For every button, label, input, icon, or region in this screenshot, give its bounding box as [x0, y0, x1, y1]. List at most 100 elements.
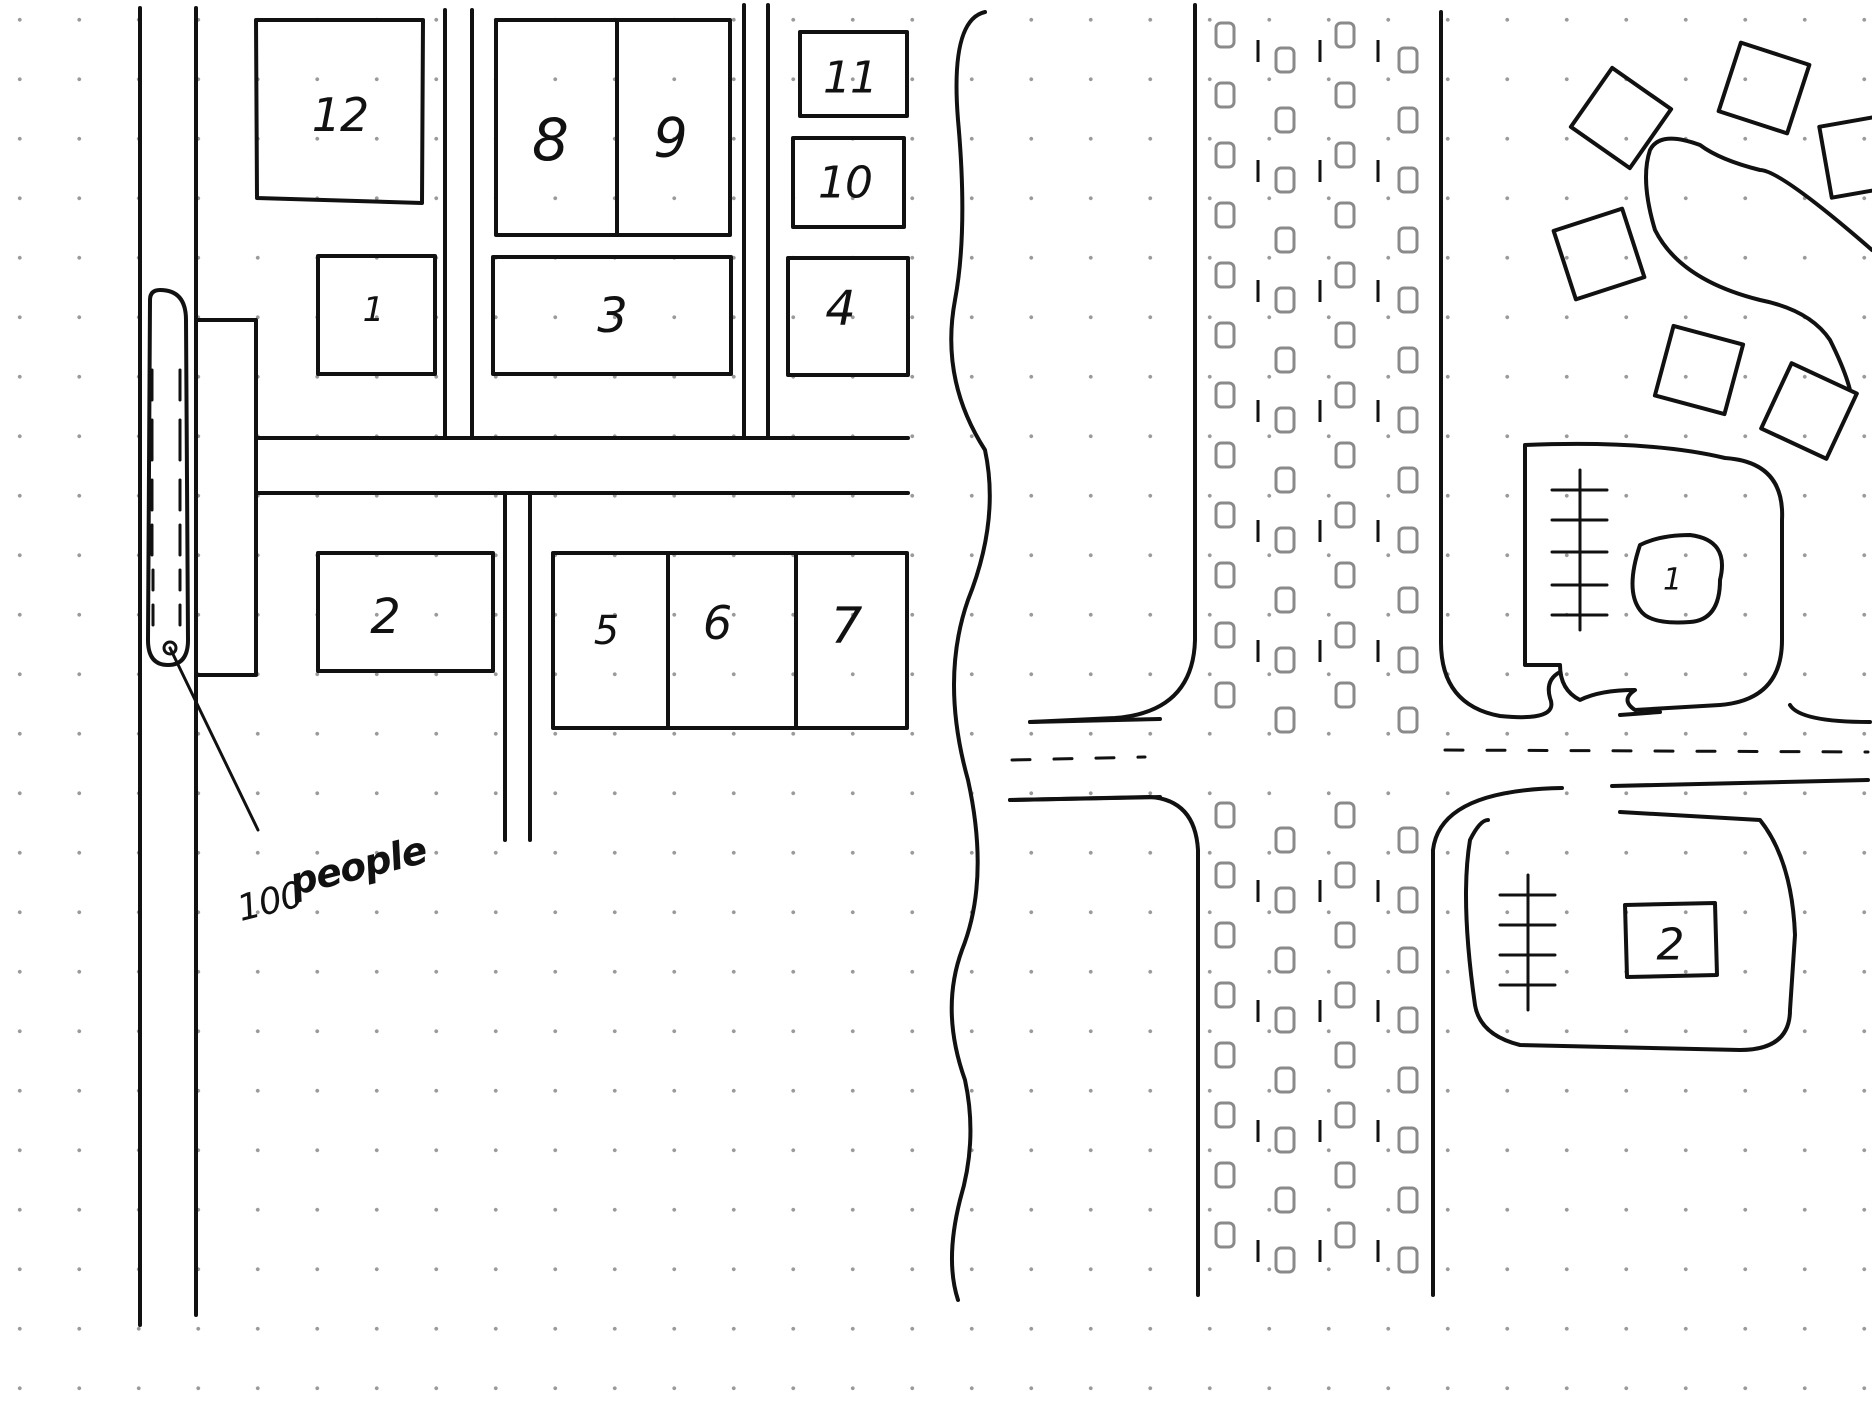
parking-stall: [1334, 681, 1356, 709]
lot-1-stalls: [1550, 468, 1609, 632]
lot-2-building: [1623, 901, 1719, 979]
building-4: [786, 256, 910, 377]
parking-stall: [1274, 166, 1296, 194]
building-8-label: 8: [532, 106, 569, 174]
parking-stall: [1214, 1041, 1236, 1069]
parking-stall: [1214, 1161, 1236, 1189]
parking-stall: [1274, 1246, 1296, 1274]
building-12-label: 12: [311, 88, 370, 142]
parking-stall: [1274, 826, 1296, 854]
parking-stall: [1274, 466, 1296, 494]
parking-stall: [1334, 861, 1356, 889]
parking-stall: [1397, 826, 1419, 854]
parking-stall: [1274, 46, 1296, 74]
parking-stall: [1274, 946, 1296, 974]
parking-stall: [1397, 46, 1419, 74]
parking-stall: [1397, 1246, 1419, 1274]
parking-stall: [1274, 1186, 1296, 1214]
parking-stall: [1397, 1006, 1419, 1034]
parking-stall: [1334, 321, 1356, 349]
parking-stall: [1214, 81, 1236, 109]
parking-stall: [1334, 381, 1356, 409]
parking-stall: [1274, 1066, 1296, 1094]
parking-stall: [1397, 946, 1419, 974]
parking-stall: [1274, 226, 1296, 254]
cross-street-right-top: [1618, 710, 1662, 717]
parking-stall: [1397, 406, 1419, 434]
parking-stall: [1214, 321, 1236, 349]
avenue-edge-right: [1438, 10, 1562, 720]
lot-2-label: 2: [1656, 919, 1685, 971]
parking-stall: [1334, 441, 1356, 469]
parking-stall: [1334, 21, 1356, 49]
parking-stall: [1214, 861, 1236, 889]
parking-stall: [1334, 501, 1356, 529]
parking-stall: [1397, 886, 1419, 914]
parking-stall: [1214, 1101, 1236, 1129]
queue-pointer-line: [168, 646, 260, 832]
parking-stall: [1214, 621, 1236, 649]
parking-stall: [1274, 1006, 1296, 1034]
building-6-label: 6: [702, 596, 732, 650]
people-queue-marks: [150, 368, 182, 627]
map-divider-squiggle: [949, 10, 992, 1302]
parking-stall: [1214, 501, 1236, 529]
building-7-label: 7: [830, 597, 863, 655]
building-9-label: 9: [653, 106, 687, 170]
avenue-edge-left-lower: [1008, 795, 1200, 1297]
avenue-edge-right-lower: [1431, 786, 1564, 1297]
parking-stall: [1334, 561, 1356, 589]
building-4-label: 4: [825, 281, 856, 337]
parking-stall: [1397, 466, 1419, 494]
building-11: [798, 30, 909, 118]
parking-stall: [1334, 921, 1356, 949]
parking-stall: [1397, 286, 1419, 314]
parking-stall: [1397, 1186, 1419, 1214]
building-5-label: 5: [593, 608, 619, 654]
lot-1-building: [1630, 533, 1724, 625]
parking-stall: [1334, 81, 1356, 109]
lot-2-stalls: [1498, 873, 1557, 1012]
people-queue-outline: [146, 288, 190, 667]
parking-stall: [1274, 1126, 1296, 1154]
cul-de-sac-road: [1644, 136, 1872, 392]
roadside-building: [194, 318, 258, 677]
parking-stall: [1274, 586, 1296, 614]
parking-stall: [1274, 526, 1296, 554]
parking-stall: [1214, 261, 1236, 289]
queue-pointer-dot: [162, 640, 178, 656]
parking-stall: [1214, 21, 1236, 49]
cross-street-far-left: [1008, 795, 1162, 802]
parking-stall: [1214, 801, 1236, 829]
parking-stall: [1397, 166, 1419, 194]
parking-stall: [1334, 1221, 1356, 1249]
building-2: [316, 551, 495, 673]
cross-street-left-top: [1028, 717, 1162, 724]
parking-stall: [1397, 526, 1419, 554]
left-map-drawing: [138, 3, 910, 1327]
parking-stall: [1397, 1126, 1419, 1154]
parking-stall: [1334, 261, 1356, 289]
right-map-drawing: [1008, 3, 1872, 1297]
parking-stall: [1334, 1041, 1356, 1069]
building-2-label: 2: [370, 589, 401, 645]
building-8-9: [494, 18, 732, 237]
building-12: [254, 18, 425, 205]
parking-stall: [1334, 141, 1356, 169]
parking-stall: [1334, 201, 1356, 229]
parking-stall: [1214, 201, 1236, 229]
building-10-label: 10: [818, 157, 873, 209]
lot-1-label: 1: [1662, 562, 1682, 598]
parking-stall: [1214, 681, 1236, 709]
parking-stall: [1334, 621, 1356, 649]
parking-stall: [1334, 981, 1356, 1009]
parking-stall: [1334, 1101, 1356, 1129]
cross-street-centerline: [1010, 748, 1870, 762]
parking-stall: [1397, 586, 1419, 614]
building-5-6-7: [551, 551, 909, 730]
parking-stall: [1214, 441, 1236, 469]
building-1: [316, 254, 437, 376]
parking-stall: [1397, 646, 1419, 674]
building-3-label: 3: [597, 288, 628, 344]
parking-stall: [1214, 981, 1236, 1009]
